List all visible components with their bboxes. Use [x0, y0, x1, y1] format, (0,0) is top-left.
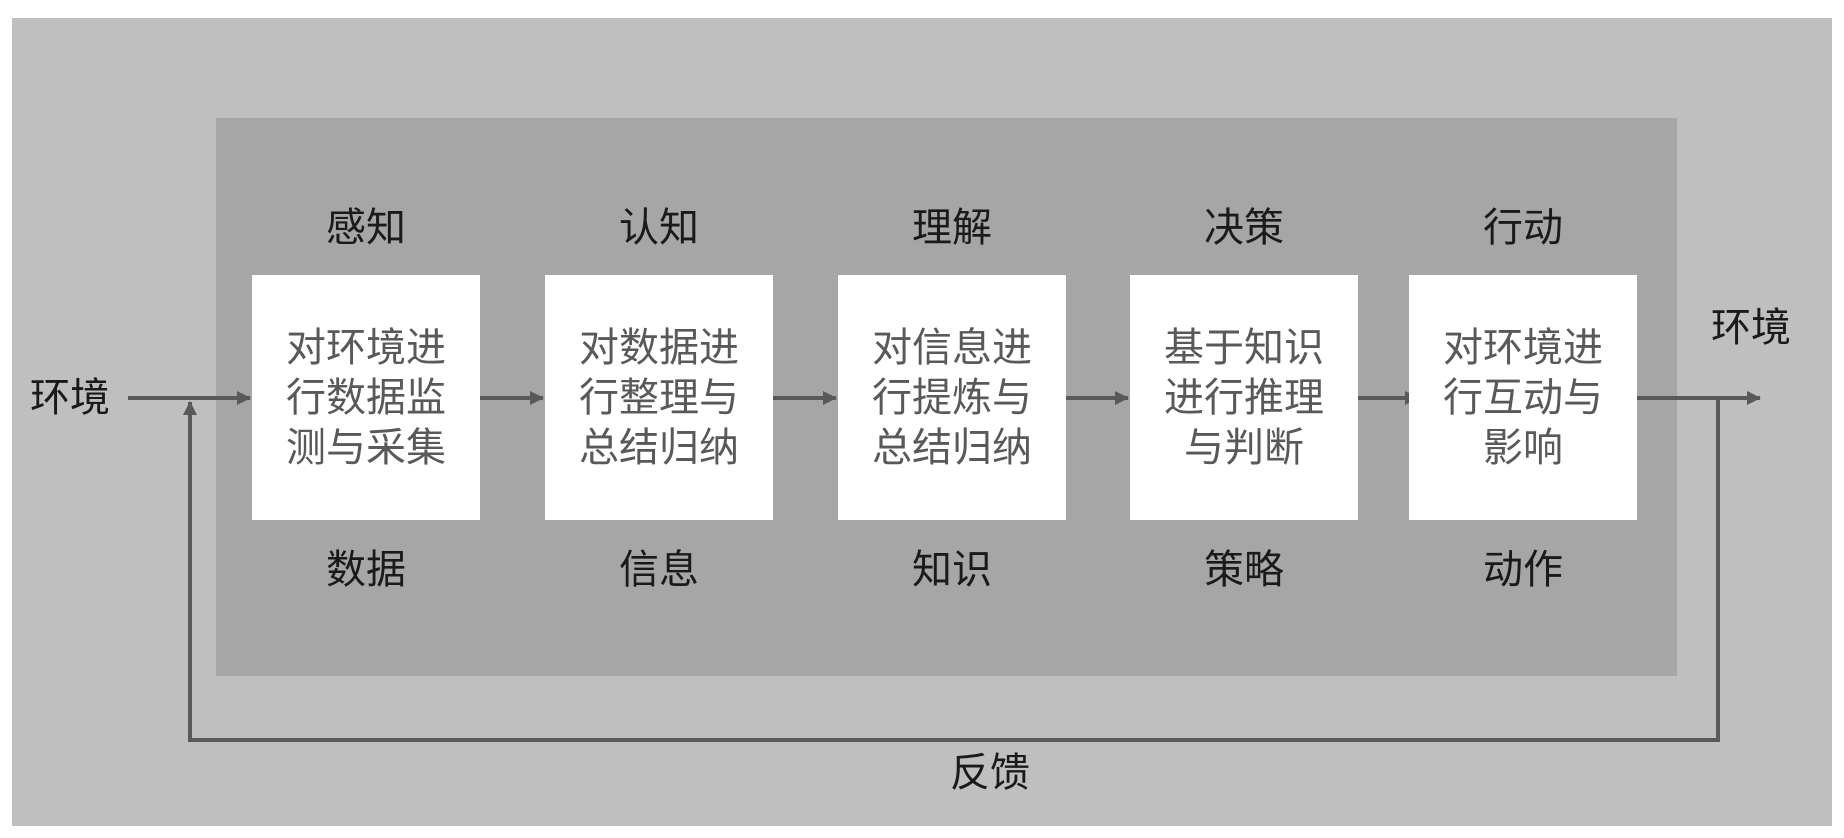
stage-box-cognition: 对数据进 行整理与 总结归纳 [545, 275, 773, 520]
environment-output-label: 环境 [1711, 305, 1791, 351]
feedback-loop-line [183, 398, 1720, 742]
stage-bottom-label-knowledge: 知识 [912, 547, 992, 593]
environment-input-label: 环境 [30, 375, 110, 421]
stage-top-label-action: 行动 [1483, 205, 1563, 251]
stage-bottom-label-information: 信息 [619, 547, 699, 593]
stage-bottom-label-strategy: 策略 [1204, 547, 1284, 593]
stage-box-text: 对信息进 行提炼与 总结归纳 [872, 324, 1032, 471]
stage-box-action: 对环境进 行互动与 影响 [1409, 275, 1637, 520]
feedback-label: 反馈 [950, 750, 1030, 796]
stage-box-text: 基于知识 进行推理 与判断 [1164, 324, 1324, 471]
stage-top-label-cognition: 认知 [619, 205, 699, 251]
stage-box-decision: 基于知识 进行推理 与判断 [1130, 275, 1358, 520]
stage-box-text: 对数据进 行整理与 总结归纳 [579, 324, 739, 471]
stage-box-understanding: 对信息进 行提炼与 总结归纳 [838, 275, 1066, 520]
stage-box-perception: 对环境进 行数据监 测与采集 [252, 275, 480, 520]
stage-box-text: 对环境进 行数据监 测与采集 [286, 324, 446, 471]
stage-top-label-decision: 决策 [1204, 205, 1284, 251]
stage-bottom-label-movement: 动作 [1483, 547, 1563, 593]
stage-top-label-understanding: 理解 [912, 205, 992, 251]
stage-top-label-perception: 感知 [326, 205, 406, 251]
stage-bottom-label-data: 数据 [326, 547, 406, 593]
stage-box-text: 对环境进 行互动与 影响 [1443, 324, 1603, 471]
